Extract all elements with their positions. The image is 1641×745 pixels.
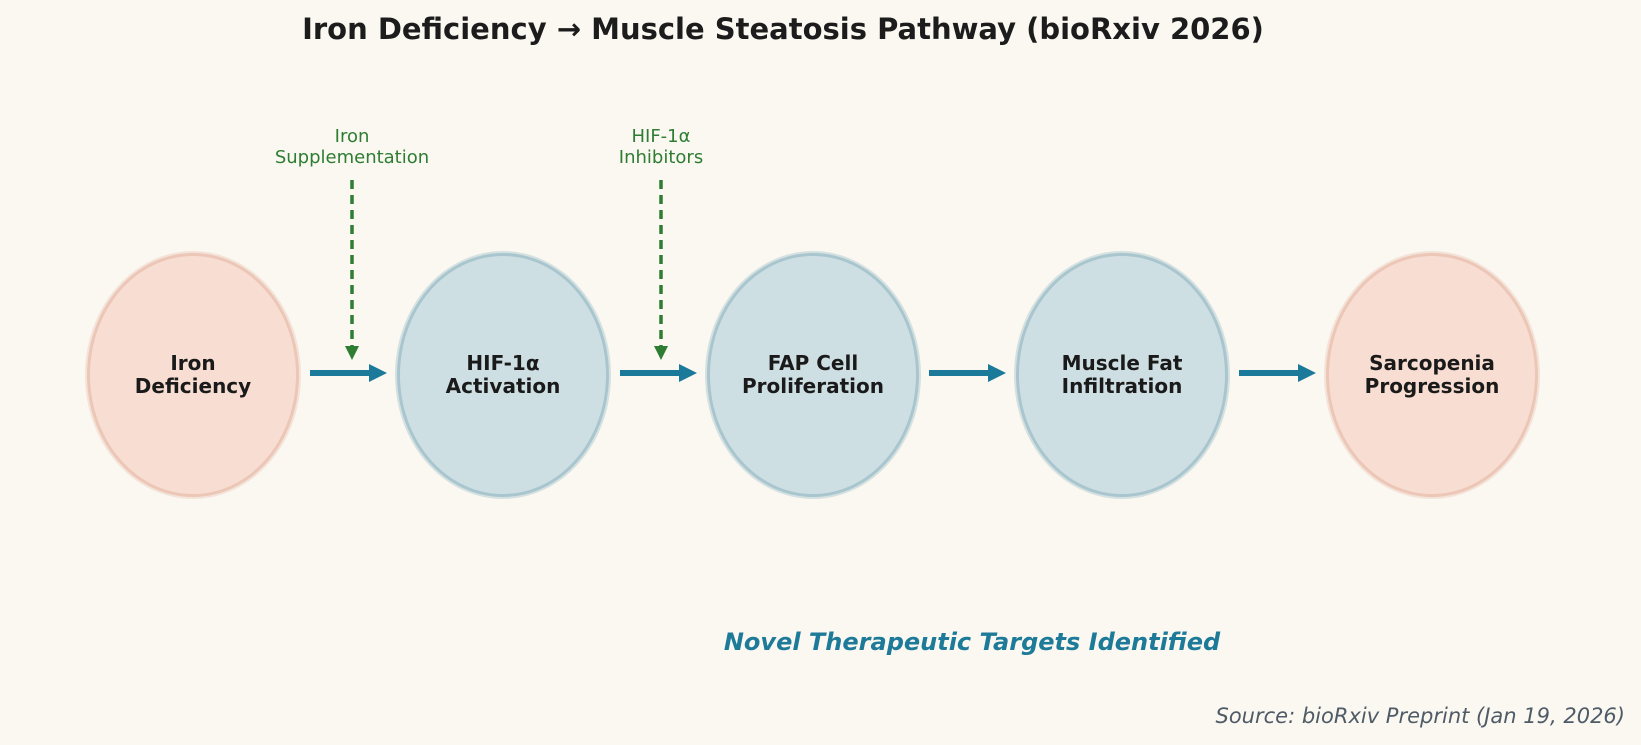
node-label: Iron xyxy=(170,351,216,375)
flow-arrow-icon xyxy=(929,364,1006,382)
node-label: Progression xyxy=(1364,374,1500,398)
intervention-arrow-icon xyxy=(345,180,359,360)
intervention-label-hif1a-inhibitors: HIF-1α Inhibitors xyxy=(618,126,704,168)
node-sarcopenia-progression: Sarcopenia Progression xyxy=(1326,253,1538,497)
flow-arrow-icon xyxy=(310,364,387,382)
node-label: Infiltration xyxy=(1061,374,1183,398)
therapeutic-targets-annotation: Novel Therapeutic Targets Identified xyxy=(723,628,1221,656)
flow-arrow-icon xyxy=(1239,364,1316,382)
diagram-title: Iron Deficiency → Muscle Steatosis Pathw… xyxy=(302,12,1264,46)
node-label: Deficiency xyxy=(134,374,252,398)
node-fap-proliferation: FAP Cell Proliferation xyxy=(707,253,919,497)
source-citation: Source: bioRxiv Preprint (Jan 19, 2026) xyxy=(1215,704,1626,728)
node-hif1a-activation: HIF-1α Activation xyxy=(397,253,609,497)
node-iron-deficiency: Iron Deficiency xyxy=(87,253,299,497)
node-label: FAP Cell xyxy=(767,351,859,375)
node-label: HIF-1α xyxy=(466,351,540,375)
node-label: Proliferation xyxy=(742,374,884,398)
intervention-label-iron-supplementation: Iron Supplementation xyxy=(274,126,430,168)
node-label: Activation xyxy=(445,374,561,398)
node-muscle-fat-infiltration: Muscle Fat Infiltration xyxy=(1016,253,1228,497)
node-label: Muscle Fat xyxy=(1061,351,1183,375)
intervention-arrow-icon xyxy=(654,180,668,360)
flow-arrow-icon xyxy=(620,364,697,382)
node-label: Sarcopenia xyxy=(1369,351,1495,375)
